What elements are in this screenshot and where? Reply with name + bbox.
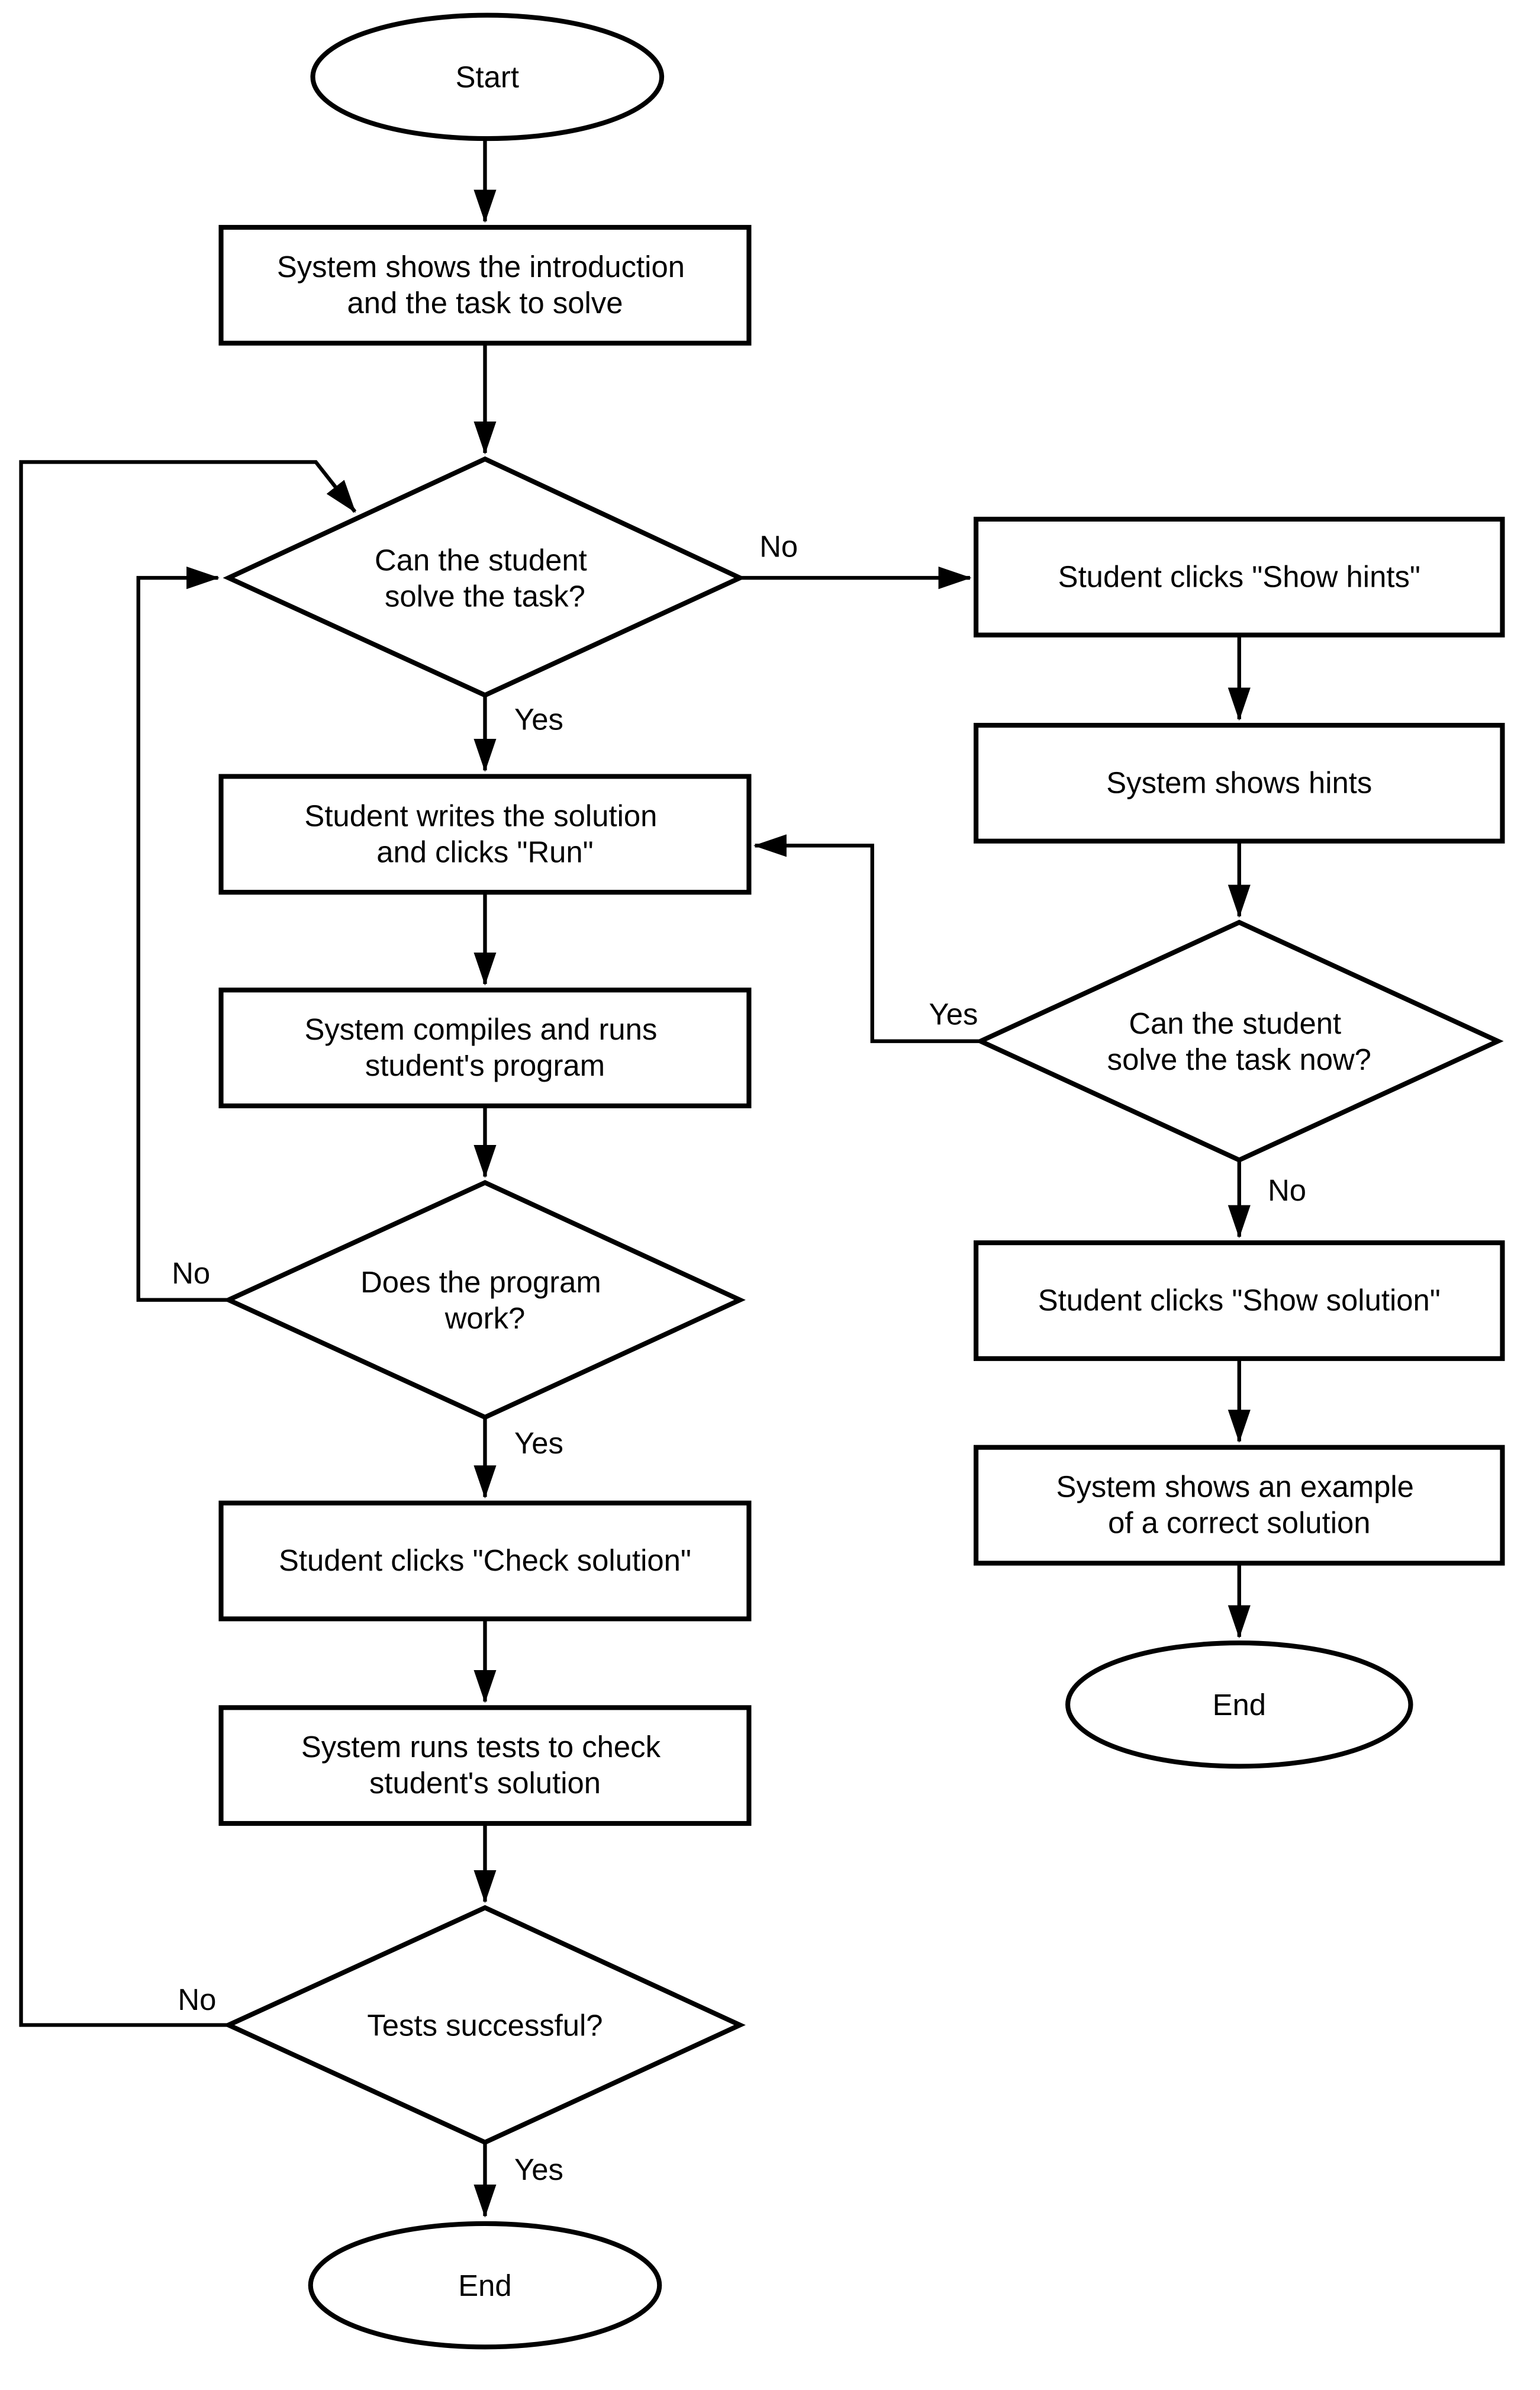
- node-run-tests: System runs tests to check student's sol…: [218, 1705, 752, 1826]
- intro-process-shape: [218, 224, 752, 346]
- write-run-process-shape: [218, 774, 752, 895]
- node-compile-run: System compiles and runs student's progr…: [218, 987, 752, 1109]
- node-click-show-solution: Student clicks "Show solution": [974, 1240, 1505, 1361]
- node-program-works: Does the program work?: [223, 1180, 746, 1420]
- edge-label-can-solve-no: No: [759, 529, 798, 563]
- edge-label-works-no: No: [172, 1256, 210, 1290]
- edge-can-solve-now-yes-loop: [753, 834, 981, 1043]
- click-show-hints-process-shape: [974, 516, 1505, 638]
- node-show-solution-label: System shows an example of a correct sol…: [1056, 1470, 1422, 1540]
- run-tests-process-shape: [218, 1705, 752, 1826]
- node-show-solution: System shows an example of a correct sol…: [974, 1445, 1505, 1566]
- node-can-solve-label: Can the student solve the task?: [375, 543, 595, 613]
- node-write-run-label: Student writes the solution and clicks "…: [304, 799, 665, 868]
- node-check-solution-label: Student clicks "Check solution": [279, 1543, 691, 1577]
- edge-label-tests-no: No: [178, 1983, 216, 2016]
- edge-label-can-solve-now-yes: Yes: [929, 998, 978, 1031]
- end-main-terminator-shape: [308, 2221, 662, 2350]
- edge-works-no-loop: [136, 566, 229, 1302]
- node-intro-label: System shows the introduction and the ta…: [277, 250, 693, 320]
- tests-successful-decision-shape: [223, 1905, 746, 2145]
- show-hints-process-shape: [974, 723, 1505, 844]
- show-solution-process-shape: [974, 1445, 1505, 1566]
- check-solution-process-shape: [218, 1500, 752, 1622]
- node-run-tests-label: System runs tests to check student's sol…: [301, 1730, 669, 1800]
- node-show-hints: System shows hints: [974, 723, 1505, 844]
- node-can-solve-now-label: Can the student solve the task now?: [1107, 1006, 1371, 1076]
- end-alt-terminator-shape: [1065, 1640, 1413, 1769]
- node-click-show-hints-label: Student clicks "Show hints": [1058, 559, 1420, 593]
- program-works-decision-shape: [223, 1180, 746, 1420]
- node-end-main: End: [308, 2221, 662, 2350]
- node-tests-successful: Tests successful?: [223, 1905, 746, 2145]
- start-terminator-shape: [310, 12, 665, 141]
- node-program-works-label: Does the program work?: [360, 1265, 610, 1335]
- node-check-solution: Student clicks "Check solution": [218, 1500, 752, 1622]
- node-write-run: Student writes the solution and clicks "…: [218, 774, 752, 895]
- can-solve-decision-shape: [223, 456, 746, 698]
- edge-label-can-solve-now-no: No: [1268, 1173, 1306, 1207]
- node-compile-run-label: System compiles and runs student's progr…: [304, 1012, 665, 1082]
- node-start-label: Start: [456, 60, 519, 94]
- node-show-hints-label: System shows hints: [1106, 765, 1372, 799]
- node-click-show-hints: Student clicks "Show hints": [974, 516, 1505, 638]
- compile-run-process-shape: [218, 987, 752, 1109]
- edge-label-works-yes: Yes: [514, 1426, 563, 1460]
- node-end-alt: End: [1065, 1640, 1413, 1769]
- node-can-solve-now: Can the student solve the task now?: [975, 919, 1504, 1163]
- node-tests-successful-label: Tests successful?: [367, 2008, 603, 2042]
- node-click-show-solution-label: Student clicks "Show solution": [1038, 1284, 1441, 1317]
- edge-tests-no-loop: [19, 460, 357, 2027]
- node-intro: System shows the introduction and the ta…: [218, 224, 752, 346]
- node-end-main-label: End: [458, 2269, 511, 2302]
- can-solve-now-decision-shape: [975, 919, 1504, 1163]
- edge-label-can-solve-yes: Yes: [514, 703, 563, 736]
- node-end-alt-label: End: [1213, 1688, 1266, 1722]
- node-can-solve: Can the student solve the task?: [223, 456, 746, 698]
- edge-label-tests-yes: Yes: [514, 2153, 563, 2186]
- click-show-solution-process-shape: [974, 1240, 1505, 1361]
- node-start: Start: [310, 12, 665, 141]
